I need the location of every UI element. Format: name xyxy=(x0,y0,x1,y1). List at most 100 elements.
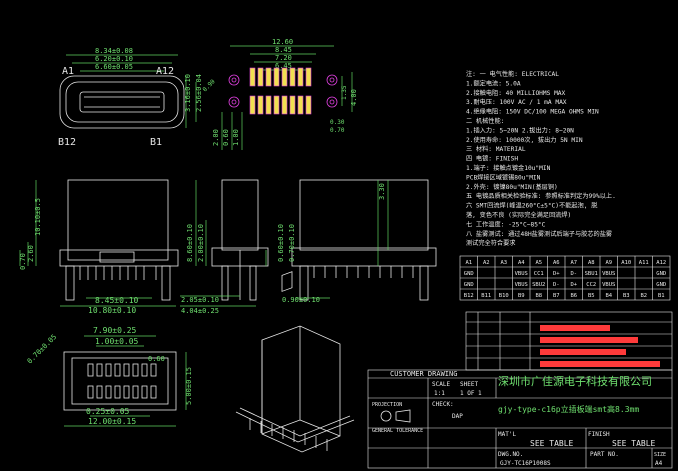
front-view: 10.10±0.5 2.60 0.70 8.45±0.10 10.80±0.10 xyxy=(19,179,179,315)
dwg-no-label: DWG.NO. xyxy=(498,451,523,458)
note-line: 2.外壳: 镀镍80u"MIN(基层铜) xyxy=(466,183,558,191)
dim-bottom-w1: 7.90±0.25 xyxy=(93,326,137,335)
pad-top xyxy=(273,67,280,87)
dim-fp-k: 1.35 xyxy=(341,85,348,100)
bottom-pin-top xyxy=(87,363,94,377)
notes-block: 注: 一 电气性能: ELECTRICAL 1.额定电流: 5.0A 2.接触电… xyxy=(466,70,616,247)
pin-cell: B12 xyxy=(464,293,474,299)
pad-top xyxy=(297,67,304,87)
note-line: 四 电镀: FINISH xyxy=(466,155,518,163)
bar-3 xyxy=(540,349,626,355)
dim-rear-h2: 0.60±0.10 xyxy=(277,224,285,262)
bar-4 xyxy=(540,361,660,367)
note-line: 注: 一 电气性能: ELECTRICAL xyxy=(466,70,559,78)
pin-cell: B7 xyxy=(553,293,560,299)
pin-cell: A10 xyxy=(621,260,631,266)
bottom-pin-top xyxy=(132,363,139,377)
note-line: 1.端子: 接触点镀金10u"MIN xyxy=(466,164,551,172)
pcb-footprint: 12.60 8.45 7.20 6.45 2.00 0.60 1.00 4.00… xyxy=(201,38,358,150)
label-a12: A12 xyxy=(156,66,174,77)
pin-cell: VBUS xyxy=(515,282,528,288)
bottom-pin-bot xyxy=(96,385,103,399)
note-line: 五 电镀品质相关检验标准: 参照标准判定为99%以上. xyxy=(466,192,616,200)
bar-1 xyxy=(540,325,610,331)
pin-cell: A11 xyxy=(639,260,649,266)
pin-cell: A8 xyxy=(588,260,595,266)
pin-cell: D- xyxy=(553,282,560,288)
side-view: 8.60±0.10 2.00±0.10 2.05±0.10 4.04±0.25 xyxy=(180,179,269,315)
pin-cell: GND xyxy=(464,271,474,277)
title-block: CUSTOMER DRAWING SCALE SHEET 1:1 1 OF 1 … xyxy=(367,369,673,469)
pad-bottom xyxy=(289,95,296,115)
dwg-no: GJY-TC16P1008S xyxy=(500,460,551,467)
pin-cell: A1 xyxy=(465,260,472,266)
company-name: 深圳市广佳源电子科技有限公司 xyxy=(498,374,652,388)
sheet-label: SHEET xyxy=(460,381,478,388)
pin-cell: A6 xyxy=(553,260,560,266)
pin-cell: SBU2 xyxy=(532,282,545,288)
pad-top xyxy=(265,67,272,87)
pin-cell: A3 xyxy=(500,260,507,266)
dim-side-h1: 8.60±0.10 xyxy=(186,224,194,262)
dim-bottom-w5: 12.00±0.15 xyxy=(88,417,136,426)
dim-fp-b: 7.20 xyxy=(275,54,292,62)
pin-cell: VBUS xyxy=(515,271,528,277)
note-line: PCB焊接区域镀锡80u"MIN xyxy=(466,173,541,181)
bottom-pin-bot xyxy=(150,385,157,399)
note-line: 2.使用寿命: 10000次, 拔出力 5N MIN xyxy=(466,136,583,144)
see-table-1: SEE TABLE xyxy=(530,439,574,448)
pin-cell: GND xyxy=(464,282,474,288)
dim-bottom-h1: 5.00±0.15 xyxy=(185,367,193,405)
dim-bottom-d: 0.70±0.05 xyxy=(26,333,58,365)
pin-cell: B3 xyxy=(623,293,630,299)
bottom-pin-top xyxy=(96,363,103,377)
pad-bottom xyxy=(249,95,256,115)
scale-label: SCALE xyxy=(432,381,450,388)
note-line: 二 机械性能: xyxy=(466,117,504,125)
bottom-pin-bot xyxy=(132,385,139,399)
pad-top xyxy=(249,67,256,87)
dim-bottom-w4: 0.25±0.05 xyxy=(86,407,130,416)
dim-side-w1: 2.05±0.10 xyxy=(181,296,219,304)
note-line: 3.耐电压: 100V AC / 1 mA MAX xyxy=(466,98,567,106)
isometric-view xyxy=(235,271,355,453)
dim-front-w2: 10.80±0.10 xyxy=(88,306,136,315)
pad-bottom xyxy=(281,95,288,115)
dim-top-w2: 6.20±0.10 xyxy=(95,55,133,63)
dim-bottom-w3: 0.60 xyxy=(148,355,165,363)
dim-fp-j: 0.70 xyxy=(330,127,345,134)
pin-cell: D+ xyxy=(570,282,577,288)
bottom-pin-bot xyxy=(141,385,148,399)
pin-cell: A5 xyxy=(535,260,542,266)
pin-cell: VBUS xyxy=(602,282,615,288)
finish-label: FINISH xyxy=(588,431,610,438)
note-line: 4.绝缘电阻: 150V DC/100 MEGA OHMS MIN xyxy=(466,108,599,116)
label-b1: B1 xyxy=(150,137,162,148)
sheet-value: 1 OF 1 xyxy=(460,390,482,397)
bottom-view: 7.90±0.25 1.00±0.05 0.60 0.25±0.05 12.00… xyxy=(26,326,193,427)
dim-side-w2: 4.04±0.25 xyxy=(181,307,219,315)
dim-rear-h3: 0.70±0.10 xyxy=(288,224,296,262)
dim-fp-total: 12.60 xyxy=(272,38,293,46)
pin-cell: B11 xyxy=(481,293,491,299)
pin-cell: B10 xyxy=(499,293,509,299)
dim-front-h1: 10.10±0.5 xyxy=(34,198,42,236)
dim-top-w3: 6.60±0.05 xyxy=(95,63,133,71)
bottom-pin-top xyxy=(114,363,121,377)
dap-label: DAP xyxy=(452,413,463,420)
dim-bottom-w2: 1.00±0.05 xyxy=(95,337,139,346)
pin-cell: SBU1 xyxy=(585,271,598,277)
check-label: CHECK: xyxy=(432,401,454,408)
pad-bottom xyxy=(257,95,264,115)
matl-label: MAT'L xyxy=(498,431,516,438)
pin-cell: GND xyxy=(656,271,666,277)
bottom-pin-top xyxy=(123,363,130,377)
top-view: A1 A12 B12 B1 8.34±0.08 6.20±0.10 6.60±0… xyxy=(58,47,203,148)
pin-cell: D+ xyxy=(553,271,560,277)
see-table-2: SEE TABLE xyxy=(612,439,656,448)
dim-top-w1: 8.34±0.08 xyxy=(95,47,133,55)
note-line: 1.额定电流: 5.0A xyxy=(466,79,521,87)
pad-bottom xyxy=(265,95,272,115)
pad-bottom xyxy=(305,95,312,115)
